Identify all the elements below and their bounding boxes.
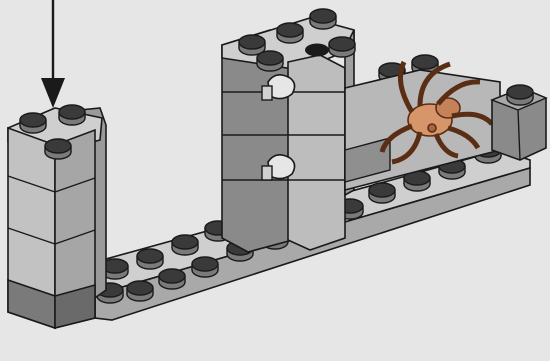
left-tower	[8, 105, 106, 328]
right-dark-brick	[492, 85, 546, 160]
placement-arrow	[41, 0, 65, 108]
hollow-stud-icon	[305, 44, 329, 57]
center-tower	[222, 9, 355, 252]
